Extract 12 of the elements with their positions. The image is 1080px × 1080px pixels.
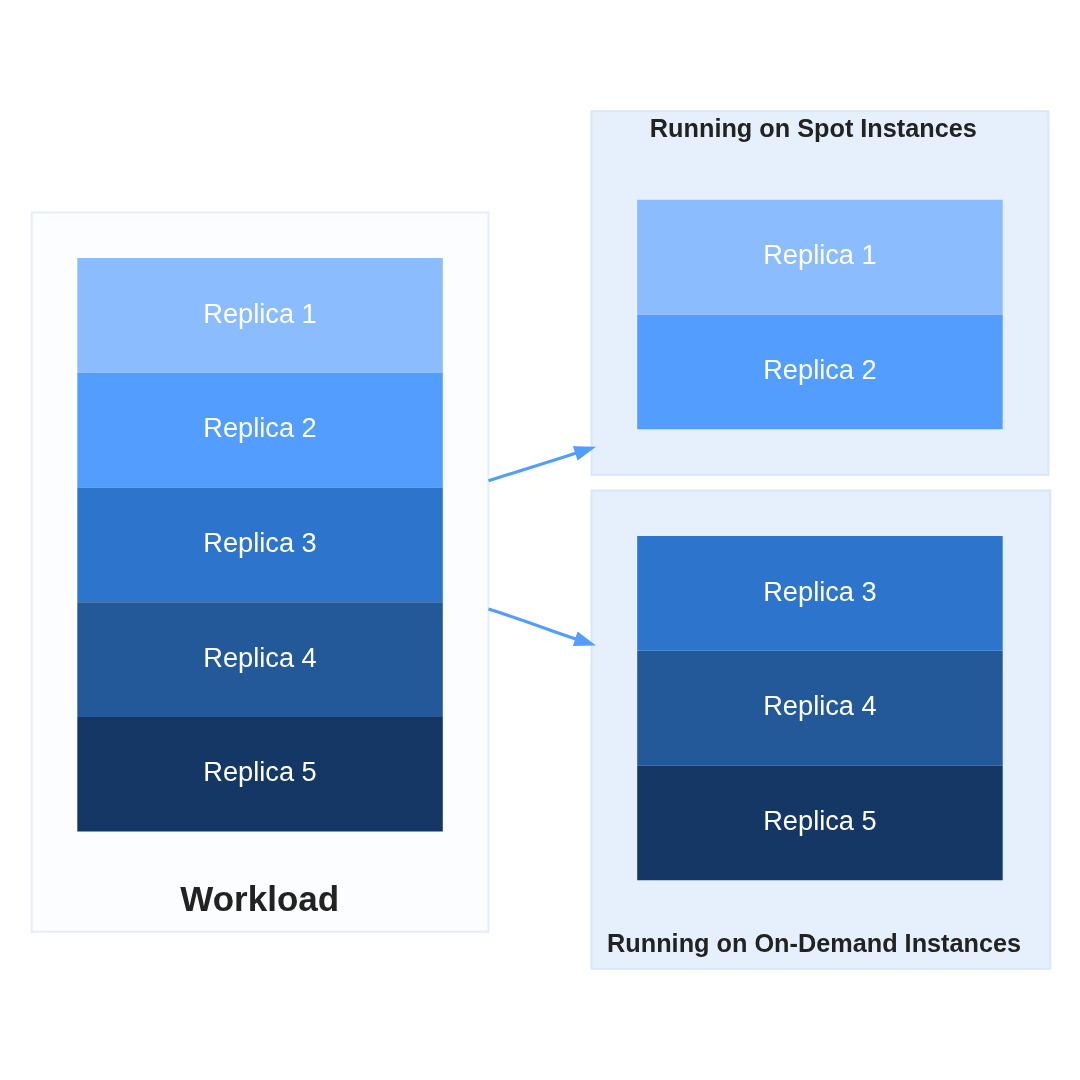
arrow xyxy=(488,446,596,483)
node-box: Replica 1 xyxy=(77,258,443,373)
node-box: Replica 5 xyxy=(637,765,1003,881)
node-box: Replica 1 xyxy=(637,199,1003,315)
arrow xyxy=(488,607,596,647)
node-box: Replica 4 xyxy=(637,650,1003,766)
node-box: Replica 2 xyxy=(77,372,443,488)
node-box: Replica 4 xyxy=(77,602,443,717)
node-box: Replica 2 xyxy=(637,314,1003,430)
node-box: Replica 3 xyxy=(637,536,1003,651)
node-box: Replica 3 xyxy=(77,487,443,603)
node-box: Replica 5 xyxy=(77,716,443,832)
